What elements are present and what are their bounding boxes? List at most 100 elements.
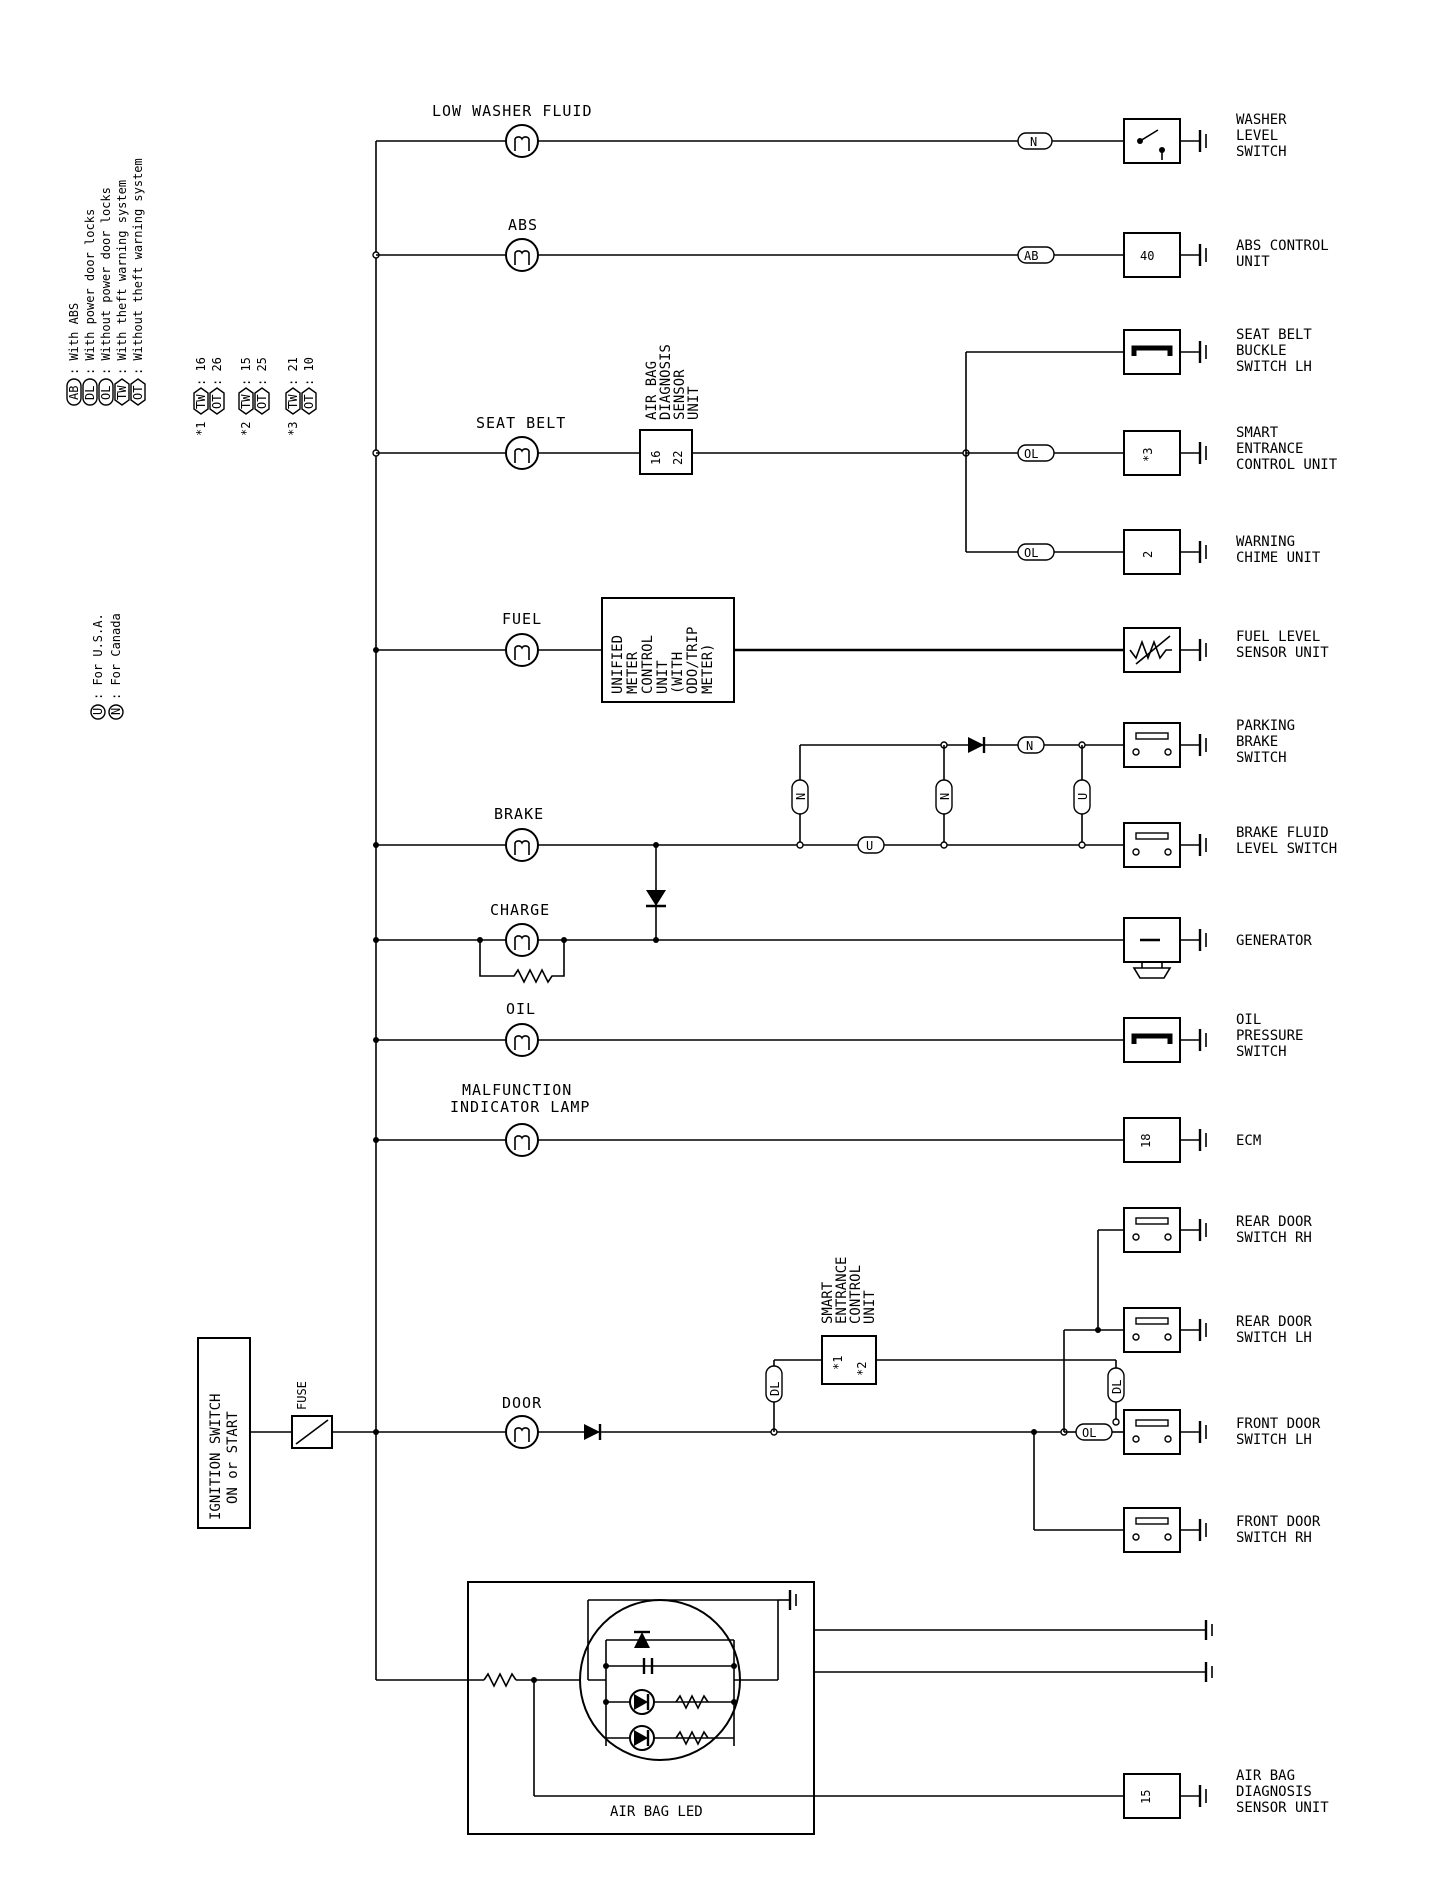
svg-text:ABS CONTROL: ABS CONTROL	[1236, 238, 1329, 254]
row-charge: CHARGE GENERATOR	[373, 901, 1312, 984]
svg-text:: 26: : 26	[210, 357, 224, 386]
front-door-lh-switch	[1123, 1409, 1181, 1455]
svg-text:2: 2	[1141, 551, 1155, 558]
svg-text:CONTROL: CONTROL	[848, 1265, 864, 1324]
svg-text:WARNING: WARNING	[1236, 534, 1295, 550]
legend-star-1: *1 TW : 16 OT : 26	[193, 357, 225, 436]
svg-text:UNIFIED: UNIFIED	[610, 635, 626, 694]
svg-text:SMART: SMART	[820, 1281, 836, 1324]
legend-ot-text: : Without theft warning system	[131, 158, 145, 375]
oil-lamp-icon	[505, 1023, 539, 1057]
legend-left: U : For U.S.A. N : For Canada	[90, 613, 124, 720]
row-oil: OIL OIL PRESSURE SWITCH	[373, 1000, 1303, 1063]
svg-text:16: 16	[649, 451, 663, 465]
svg-text:CONTROL UNIT: CONTROL UNIT	[1236, 457, 1338, 473]
svg-text:FUEL LEVEL: FUEL LEVEL	[1236, 629, 1320, 645]
svg-text:*2: *2	[855, 1362, 869, 1376]
airbag-diag-box	[639, 429, 693, 475]
svg-text:CHIME UNIT: CHIME UNIT	[1236, 550, 1321, 566]
low-washer-lamp-icon	[505, 124, 539, 158]
legend-tw-badge: TW	[115, 385, 129, 400]
svg-text:*1: *1	[194, 422, 208, 436]
svg-text:ON or START: ON or START	[225, 1411, 241, 1504]
seat-belt-label: SEAT BELT	[476, 414, 566, 432]
svg-text:SENSOR: SENSOR	[672, 369, 688, 420]
legend-dl-badge: DL	[83, 386, 97, 400]
door-lamp-icon	[505, 1415, 539, 1449]
row-seat-belt: SEAT BELT 16 22 AIR BAG DIAGNOSIS SENSOR…	[372, 327, 1338, 575]
svg-text:OT: OT	[210, 395, 224, 409]
mil-label-1: MALFUNCTION	[462, 1081, 572, 1099]
fuse-label: FUSE	[295, 1381, 309, 1410]
legend-dl-text: : With power door locks	[83, 209, 97, 375]
charge-label: CHARGE	[490, 901, 550, 919]
legend-tw: TW : With theft warning system	[114, 180, 130, 406]
svg-text:ECM: ECM	[1236, 1133, 1261, 1149]
fuel-lamp-icon	[505, 633, 539, 667]
svg-text:N: N	[1026, 739, 1033, 753]
svg-text:GENERATOR: GENERATOR	[1236, 933, 1312, 949]
ecm-box	[1123, 1117, 1181, 1163]
svg-text:FRONT DOOR: FRONT DOOR	[1236, 1514, 1321, 1530]
legend-usa-text: : For U.S.A.	[91, 613, 105, 700]
legend-ol: OL : Without power door locks	[98, 187, 114, 406]
oil-label: OIL	[506, 1000, 536, 1018]
legend-ot-badge: OT	[131, 386, 145, 400]
airbag-sensor-box	[1123, 1773, 1181, 1819]
legend-ol-text: : Without power door locks	[99, 187, 113, 375]
fuel-label: FUEL	[502, 610, 542, 628]
svg-text:: 25: : 25	[255, 357, 269, 386]
svg-text:*1: *1	[831, 1356, 845, 1370]
door-diode-icon	[584, 1424, 600, 1440]
svg-text:PRESSURE: PRESSURE	[1236, 1028, 1303, 1044]
brake-lamp-icon	[505, 828, 539, 862]
svg-text:DIAGNOSIS: DIAGNOSIS	[1236, 1784, 1312, 1800]
seat-belt-lamp-icon	[505, 436, 539, 470]
svg-text:ODO/TRIP: ODO/TRIP	[685, 627, 701, 694]
svg-text:BUCKLE: BUCKLE	[1236, 343, 1287, 359]
airbag-led-label: AIR BAG LED	[610, 1804, 703, 1820]
svg-text:SWITCH RH: SWITCH RH	[1236, 1530, 1312, 1546]
svg-text:SWITCH: SWITCH	[1236, 144, 1287, 160]
brake-diode-icon	[646, 890, 666, 906]
meter-unit-box	[601, 597, 735, 703]
smart-entrance-box	[1123, 430, 1181, 476]
svg-text:22: 22	[671, 451, 685, 465]
svg-text:FRONT DOOR: FRONT DOOR	[1236, 1416, 1321, 1432]
low-washer-label: LOW WASHER FLUID	[432, 102, 593, 120]
legend-usa: U : For U.S.A.	[90, 613, 106, 720]
washer-switch-symbol	[1123, 118, 1181, 164]
svg-text:15: 15	[1139, 1790, 1153, 1804]
svg-text:*3: *3	[1141, 448, 1155, 462]
svg-text:N: N	[109, 708, 123, 715]
legend-canada-text: : For Canada	[109, 613, 123, 700]
svg-text:DIAGNOSIS: DIAGNOSIS	[658, 344, 674, 420]
row-abs: ABS AB 40 ABS CONTROL UNIT	[372, 216, 1329, 278]
svg-text:: 16: : 16	[194, 357, 208, 386]
legend-ot: OT : Without theft warning system	[130, 158, 146, 406]
svg-text:SMART: SMART	[1236, 425, 1279, 441]
svg-text:U: U	[866, 839, 873, 853]
row-mil: MALFUNCTION INDICATOR LAMP 18 ECM	[373, 1081, 1261, 1163]
svg-text:OT: OT	[302, 395, 316, 409]
svg-text:METER: METER	[625, 651, 641, 694]
svg-text:SENSOR UNIT: SENSOR UNIT	[1236, 1800, 1329, 1816]
svg-text:BRAKE: BRAKE	[1236, 734, 1278, 750]
svg-text:*2: *2	[239, 422, 253, 436]
svg-text:N: N	[794, 793, 808, 800]
row-airbag-led: AIR BAG LED 15 AIR BAG DIAGNOSIS SENSOR …	[376, 1581, 1329, 1835]
legend-right: AB : With ABS DL : With power door locks…	[66, 158, 146, 406]
svg-text:: 21: : 21	[286, 357, 300, 386]
svg-text:N: N	[1030, 135, 1037, 149]
legend-star-3: *3 TW : 21 OT : 10	[285, 357, 317, 436]
mil-label-2: INDICATOR LAMP	[450, 1098, 590, 1116]
smart-mid-box	[821, 1335, 877, 1385]
abs-lamp-icon	[505, 238, 539, 272]
svg-text:DL: DL	[1110, 1380, 1124, 1394]
svg-text:: 10: : 10	[302, 357, 316, 386]
row-fuel: FUEL UNIFIED METER CONTROL UNIT (WITH OD…	[373, 597, 1329, 703]
parking-diode-icon	[968, 737, 984, 753]
abs-label: ABS	[508, 216, 538, 234]
svg-text:SWITCH RH: SWITCH RH	[1236, 1230, 1312, 1246]
